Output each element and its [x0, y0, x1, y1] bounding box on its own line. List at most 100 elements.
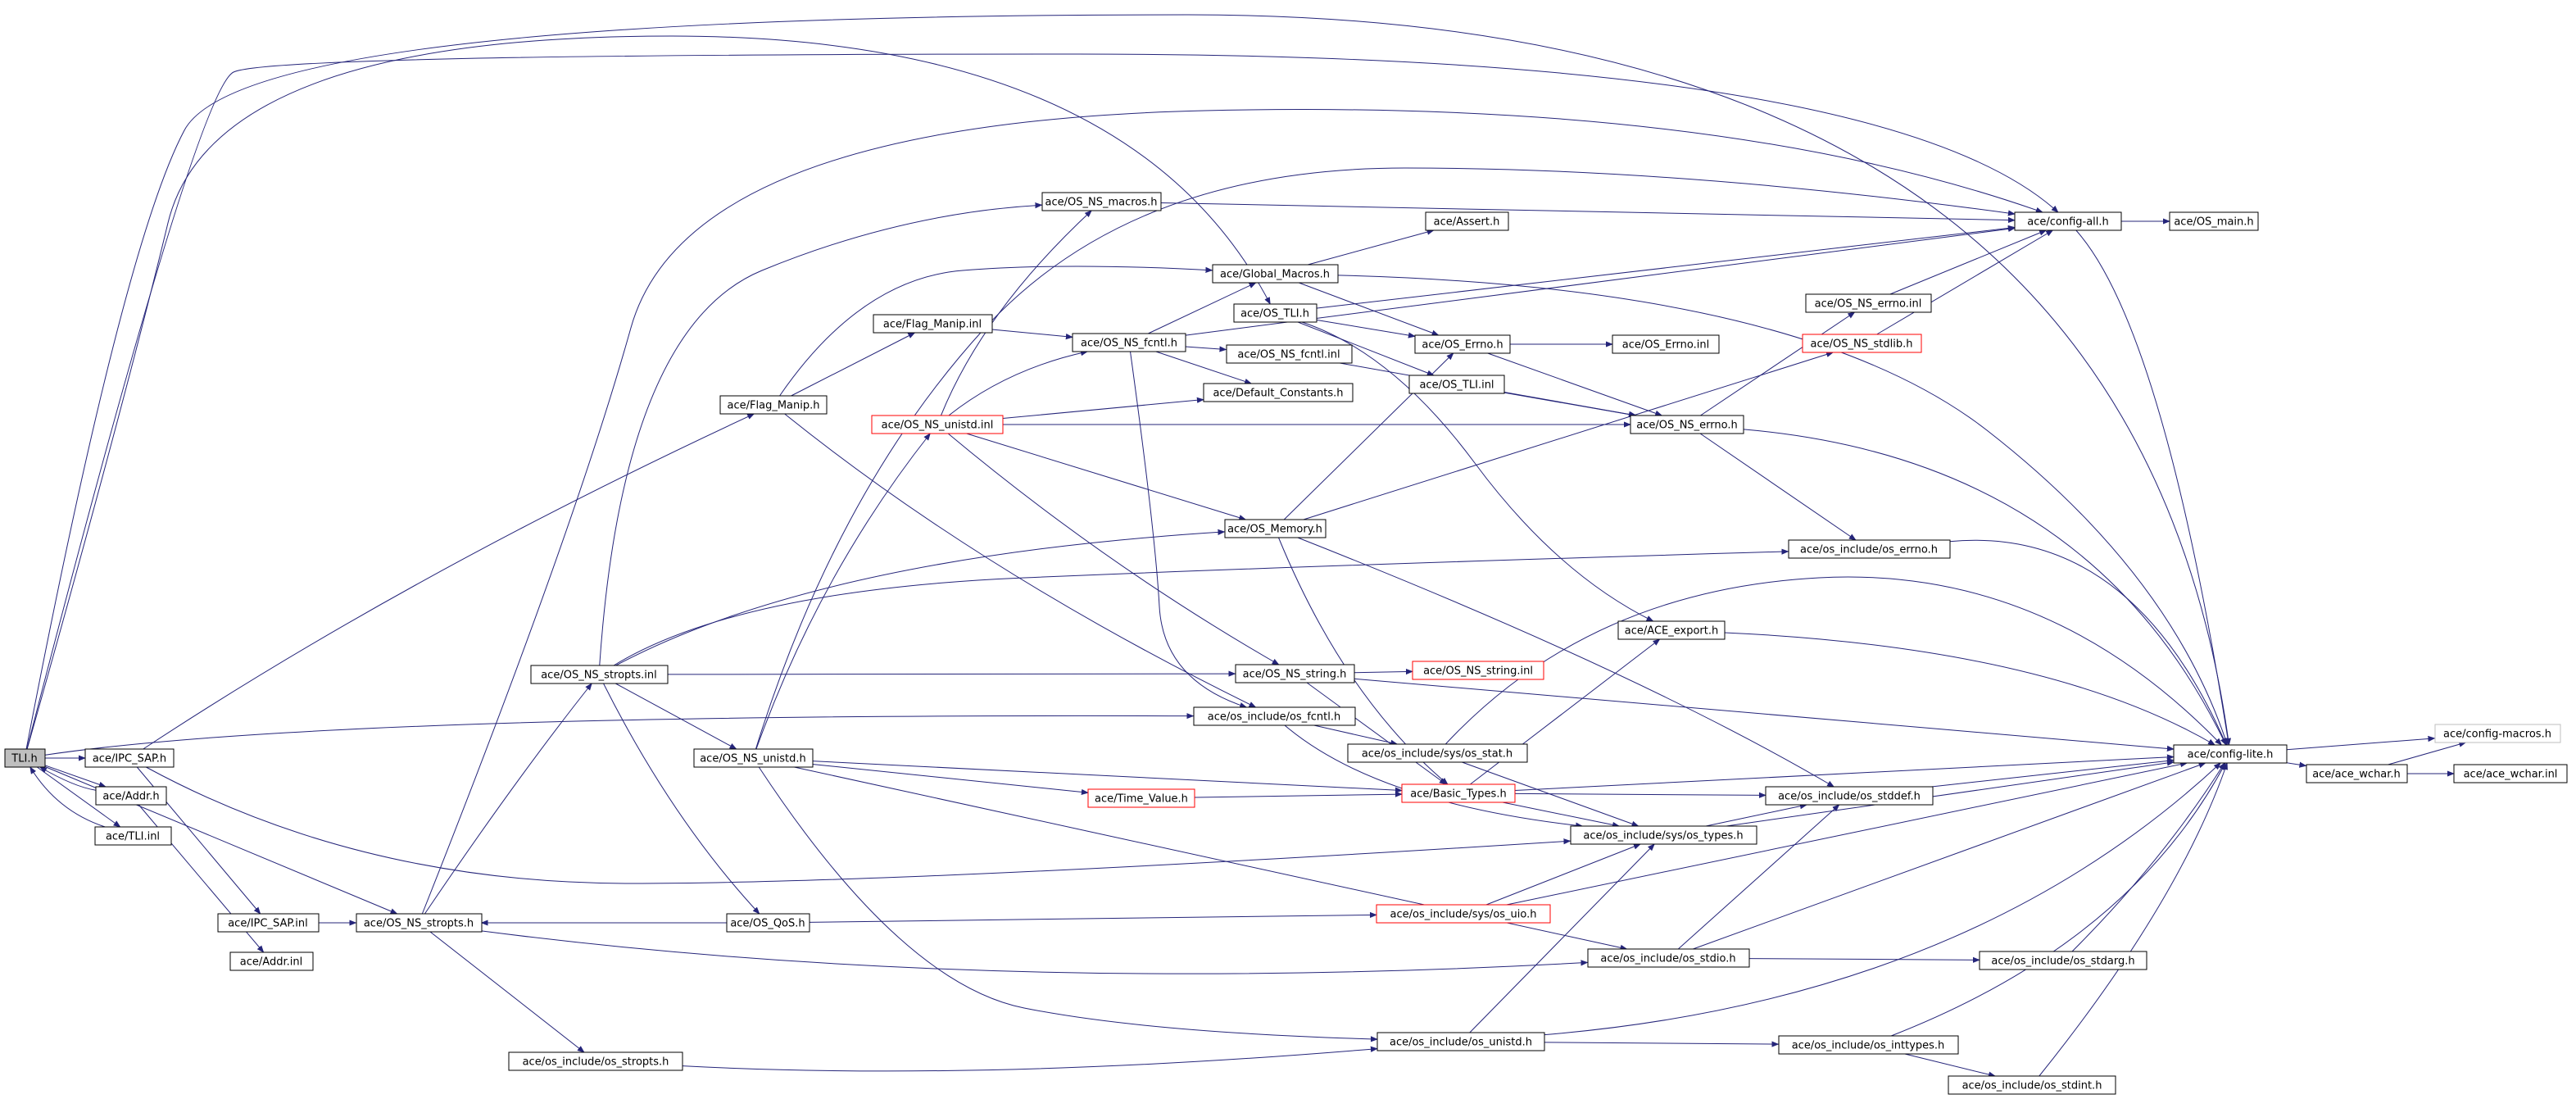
node-os-ns-fcntl-h[interactable]: ace/OS_NS_fcntl.h — [1072, 333, 1186, 352]
node-ace-wchar-inl[interactable]: ace/ace_wchar.inl — [2453, 764, 2568, 783]
node-os-include-os-stdio-h[interactable]: ace/os_include/os_stdio.h — [1587, 948, 1750, 968]
node-ipc-sap-h[interactable]: ace/IPC_SAP.h — [84, 748, 175, 768]
node-os-include-os-errno-h[interactable]: ace/os_include/os_errno.h — [1788, 539, 1951, 559]
node-os-ns-fcntl-inl[interactable]: ace/OS_NS_fcntl.inl — [1226, 344, 1353, 364]
node-os-ns-stropts-inl[interactable]: ace/OS_NS_stropts.inl — [530, 665, 669, 684]
node-os-ns-stropts-h[interactable]: ace/OS_NS_stropts.h — [356, 913, 483, 933]
node-os-tli-h[interactable]: ace/OS_TLI.h — [1233, 303, 1317, 323]
node-flag-manip-h[interactable]: ace/Flag_Manip.h — [719, 395, 828, 415]
edge-global-macros-h-to-os-errno-h — [1299, 282, 1440, 336]
edge-os-include-os-stdarg-h-to-config-lite-h — [2071, 762, 2225, 952]
node-global-macros-h[interactable]: ace/Global_Macros.h — [1212, 264, 1339, 284]
node-box — [1805, 293, 1932, 313]
edge-os-ns-stropts-inl-to-os-include-os-errno-h — [613, 548, 1789, 666]
node-os-include-os-stddef-h[interactable]: ace/os_include/os_stddef.h — [1765, 786, 1934, 806]
edge-os-ns-unistd-inl-to-os-memory-h — [966, 433, 1247, 521]
node-os-include-sys-os-types-h[interactable]: ace/os_include/sys/os_types.h — [1570, 825, 1757, 845]
node-box — [1765, 786, 1934, 806]
edge-os-ns-errno-h-to-os-ns-errno-inl — [1700, 311, 1856, 416]
node-config-all-h[interactable]: ace/config-all.h — [2014, 211, 2122, 231]
node-basic-types-h[interactable]: ace/Basic_Types.h — [1401, 783, 1516, 803]
edge-os-ns-errno-h-to-os-include-os-errno-h — [1699, 433, 1857, 541]
edge-os-ns-errno-inl-to-config-all-h — [1889, 229, 2047, 295]
node-label: ace/os_include/os_stdio.h — [1600, 953, 1735, 965]
node-box — [217, 913, 320, 933]
node-time-value-h[interactable]: ace/Time_Value.h — [1087, 788, 1195, 808]
node-os-ns-string-h[interactable]: ace/OS_NS_string.h — [1235, 664, 1355, 683]
edge-config-all-h-to-config-lite-h — [2075, 229, 2231, 746]
edge-basic-types-h-to-os-include-os-stddef-h — [1514, 792, 1766, 798]
node-box — [1193, 706, 1356, 726]
edge-os-include-os-stdio-h-to-os-include-os-stddef-h — [1677, 804, 1840, 950]
node-os-errno-inl[interactable]: ace/OS_Errno.inl — [1612, 334, 1720, 354]
edge-os-include-os-stropts-h-to-os-include-os-unistd-h — [682, 1046, 1378, 1072]
edge-os-ns-unistd-h-to-os-include-os-unistd-h — [758, 766, 1378, 1042]
node-box — [1788, 539, 1951, 559]
node-label: ace/os_include/os_stdarg.h — [1991, 956, 2134, 968]
node-os-qos-h[interactable]: ace/OS_QoS.h — [726, 913, 810, 933]
node-os-main-h[interactable]: ace/OS_main.h — [2169, 211, 2259, 231]
node-os-include-os-stdarg-h[interactable]: ace/os_include/os_stdarg.h — [1979, 951, 2147, 970]
node-config-macros-h[interactable]: ace/config-macros.h — [2434, 724, 2561, 743]
node-os-memory-h[interactable]: ace/OS_Memory.h — [1224, 519, 1327, 538]
node-ace-wchar-h[interactable]: ace/ace_wchar.h — [2306, 764, 2408, 783]
edge-os-tli-h-to-ace-export-h — [1301, 321, 1654, 622]
edge-os-ns-fcntl-h-to-os-ns-fcntl-inl — [1185, 346, 1227, 352]
node-label: ace/OS_NS_string.inl — [1423, 665, 1533, 678]
node-os-errno-h[interactable]: ace/OS_Errno.h — [1414, 334, 1511, 354]
node-os-ns-errno-inl[interactable]: ace/OS_NS_errno.inl — [1805, 293, 1932, 313]
node-os-include-os-stropts-h[interactable]: ace/os_include/os_stropts.h — [508, 1051, 683, 1071]
node-label: ace/os_include/os_fcntl.h — [1208, 711, 1340, 724]
edge-tli-h-to-config-lite-h — [25, 14, 2231, 750]
node-os-tli-inl[interactable]: ace/OS_TLI.inl — [1408, 375, 1505, 394]
node-label: ace/OS_NS_stropts.h — [364, 918, 474, 930]
node-assert-h[interactable]: ace/Assert.h — [1425, 211, 1509, 231]
node-addr-h[interactable]: ace/Addr.h — [95, 786, 167, 806]
edge-os-errno-h-to-os-ns-errno-h — [1487, 352, 1663, 416]
edge-os-ns-stropts-h-to-os-include-os-stdio-h — [481, 930, 1589, 974]
node-os-ns-errno-h[interactable]: ace/OS_NS_errno.h — [1630, 415, 1744, 434]
node-addr-inl[interactable]: ace/Addr.inl — [229, 951, 314, 971]
node-os-include-sys-os-stat-h[interactable]: ace/os_include/sys/os_stat.h — [1347, 743, 1528, 763]
node-box — [1414, 334, 1511, 354]
node-os-ns-string-inl[interactable]: ace/OS_NS_string.inl — [1412, 661, 1544, 680]
node-label: ace/os_include/sys/os_types.h — [1583, 830, 1743, 842]
node-label: ace/os_include/os_stddef.h — [1778, 791, 1921, 803]
node-os-include-sys-os-uio-h[interactable]: ace/os_include/sys/os_uio.h — [1376, 904, 1551, 924]
edge-os-tli-h-to-os-tli-inl — [1297, 321, 1435, 376]
node-tli-h[interactable]: TLI.h — [4, 748, 46, 768]
node-os-include-os-stdint-h[interactable]: ace/os_include/os_stdint.h — [1948, 1075, 2116, 1095]
node-box — [1212, 264, 1339, 284]
node-default-constants-h[interactable]: ace/Default_Constants.h — [1203, 383, 1354, 402]
node-config-lite-h[interactable]: ace/config-lite.h — [2173, 744, 2288, 764]
node-box — [1347, 743, 1528, 763]
node-os-ns-stdlib-h[interactable]: ace/OS_NS_stdlib.h — [1802, 334, 1922, 353]
node-box — [4, 748, 46, 768]
node-flag-manip-inl[interactable]: ace/Flag_Manip.inl — [873, 314, 993, 334]
node-os-ns-macros-h[interactable]: ace/OS_NS_macros.h — [1041, 192, 1162, 211]
node-label: ace/IPC_SAP.h — [93, 753, 166, 765]
node-ace-export-h[interactable]: ace/ACE_export.h — [1617, 620, 1726, 640]
node-label: TLI.h — [11, 753, 37, 765]
node-os-ns-unistd-h[interactable]: ace/OS_NS_unistd.h — [693, 748, 814, 768]
node-box — [1041, 192, 1162, 211]
edge-os-ns-macros-h-to-config-all-h — [1160, 202, 2016, 224]
node-box — [508, 1051, 683, 1071]
edge-os-ns-unistd-h-to-time-value-h — [812, 763, 1089, 796]
edge-os-ns-stropts-h-to-config-all-h — [421, 109, 2043, 915]
edge-os-include-sys-os-uio-h-to-config-lite-h — [1506, 761, 2188, 906]
node-os-include-os-unistd-h[interactable]: ace/os_include/os_unistd.h — [1376, 1032, 1545, 1051]
node-ipc-sap-inl[interactable]: ace/IPC_SAP.inl — [217, 913, 320, 933]
node-label: ace/OS_NS_macros.h — [1045, 197, 1158, 209]
node-os-ns-unistd-inl[interactable]: ace/OS_NS_unistd.inl — [871, 415, 1004, 434]
edge-os-ns-stdlib-h-to-config-all-h — [1876, 229, 2054, 335]
edge-global-macros-h-to-assert-h — [1308, 229, 1435, 266]
edge-os-include-os-errno-h-to-config-lite-h — [1949, 539, 2227, 746]
node-os-include-os-inttypes-h[interactable]: ace/os_include/os_inttypes.h — [1778, 1035, 1959, 1055]
edge-os-ns-string-h-to-os-ns-string-inl — [1354, 668, 1413, 675]
node-label: ace/config-lite.h — [2188, 749, 2274, 761]
node-tli-inl[interactable]: ace/TLI.inl — [94, 826, 172, 846]
edge-os-ns-fcntl-h-to-config-all-h — [1185, 225, 2016, 336]
node-os-include-os-fcntl-h[interactable]: ace/os_include/os_fcntl.h — [1193, 706, 1356, 726]
